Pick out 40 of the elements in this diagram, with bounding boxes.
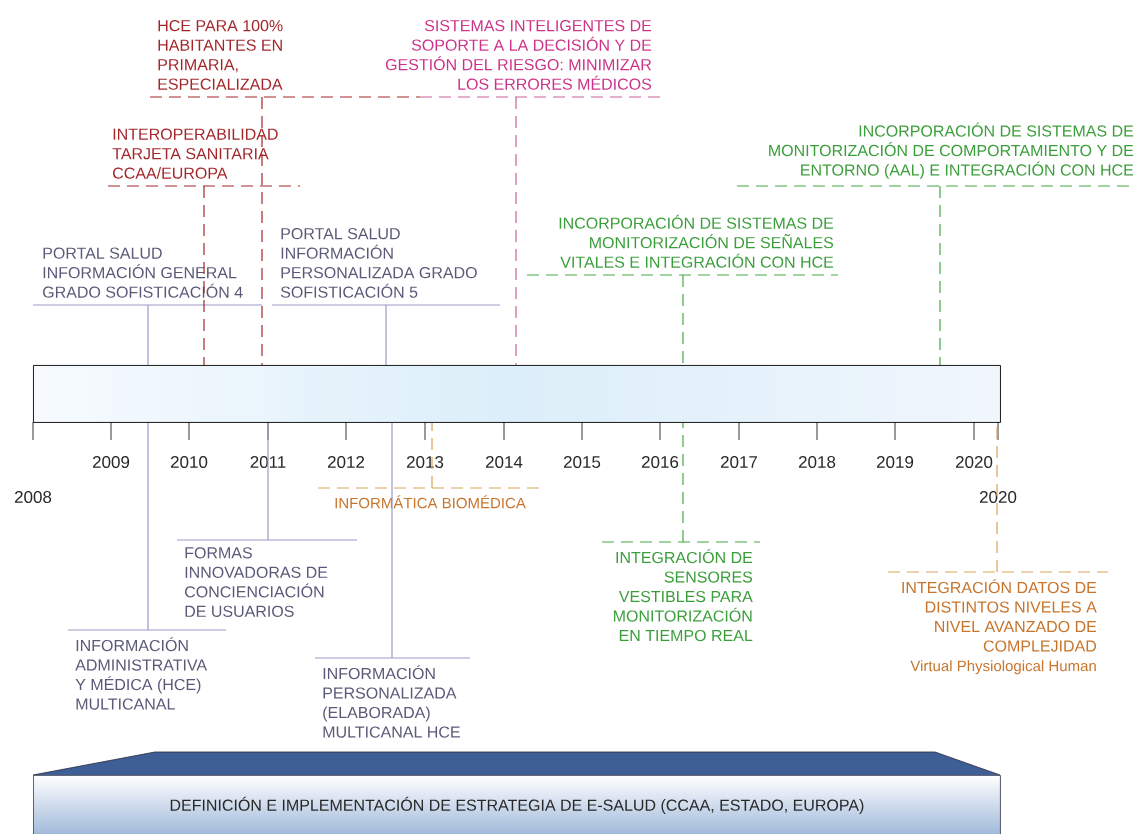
- milestone-label: INFORMACIÓN PERSONALIZADA (ELABORADA) MULTICANAL HCE: [314, 657, 471, 738]
- year-label: 2012: [327, 455, 365, 468]
- leader-line: [203, 185, 205, 366]
- year-label: 2019: [876, 455, 914, 468]
- leader-line: [939, 185, 941, 366]
- year-label: 2009: [92, 455, 130, 468]
- leader-line: [147, 422, 149, 631]
- year-label: 2020: [979, 490, 1017, 503]
- year-label: 2016: [641, 455, 679, 468]
- timeline-bar: [33, 365, 1001, 423]
- milestone-label: FORMAS INNOVADORAS DE CONCIENCIACIÓN DE USUARIOS: [176, 539, 358, 617]
- leader-line: [431, 422, 433, 489]
- milestone-label: INCORPORACIÓN DE SISTEMAS DE MONITORIZACIÓN DE COMPORTAMIENTO Y DE ENTORNO (AAL) E INTEGRACIÓN CON HCE: [736, 122, 1136, 187]
- year-label: 2013: [406, 455, 444, 468]
- milestone-label: PORTAL SALUD INFORMACIÓN GENERAL GRADO SOFISTICACIÓN 4: [32, 247, 263, 306]
- year-label: 2015: [563, 455, 601, 468]
- milestone-label: INCORPORACIÓN DE SISTEMAS DE MONITORIZACIÓN DE SEÑALES VITALES E INTEGRACIÓN CON HCE: [526, 214, 839, 276]
- year-label: 2008: [14, 490, 52, 503]
- leader-line: [515, 96, 517, 366]
- leader-line: [682, 274, 684, 366]
- leader-line: [267, 422, 269, 541]
- year-label: 2011: [250, 455, 286, 468]
- milestone-label: INFORMÁTICA BIOMÉDICA: [317, 487, 546, 509]
- milestone-label: INFORMACIÓN ADMINISTRATIVA Y MÉDICA (HCE) MULTICANAL: [67, 629, 227, 710]
- year-label: 2010: [170, 455, 208, 468]
- milestone-label: PORTAL SALUD INFORMACIÓN PERSONALIZADA GRADO SOFISTICACIÓN 5: [271, 227, 501, 306]
- year-label: 2014: [485, 455, 523, 468]
- year-label: 2018: [798, 455, 836, 468]
- leader-line: [391, 422, 393, 659]
- leader-line: [682, 422, 684, 543]
- milestone-label: INTEGRACIÓN DATOS DE DISTINTOS NIVELES A NIVEL AVANZADO DE COMPLEJIDAD Virtual Physiological Human: [887, 571, 1109, 675]
- milestone-label: INTEGRACIÓN DE SENSORES VESTIBLES PARA MONITORIZACIÓN EN TIEMPO REAL: [601, 541, 761, 642]
- leader-line: [385, 304, 387, 366]
- leader-line: [261, 96, 263, 366]
- strategy-box: DEFINICIÓN E IMPLEMENTACIÓN DE ESTRATEGIA DE E-SALUD (CCAA, ESTADO, EUROPA): [32, 751, 1001, 834]
- leader-line: [147, 304, 149, 366]
- year-label: 2020: [955, 455, 993, 468]
- year-label: 2017: [720, 455, 758, 468]
- milestone-label: SISTEMAS INTELIGENTES DE SOPORTE A LA DECISIÓN Y DE GESTIÓN DEL RIESGO: MINIMIZAR LOS ERRORES MÉDICOS: [385, 19, 661, 98]
- milestone-label: INTEROPERABILIDAD TARJETA SANITARIA CCAA/EUROPA: [107, 128, 301, 187]
